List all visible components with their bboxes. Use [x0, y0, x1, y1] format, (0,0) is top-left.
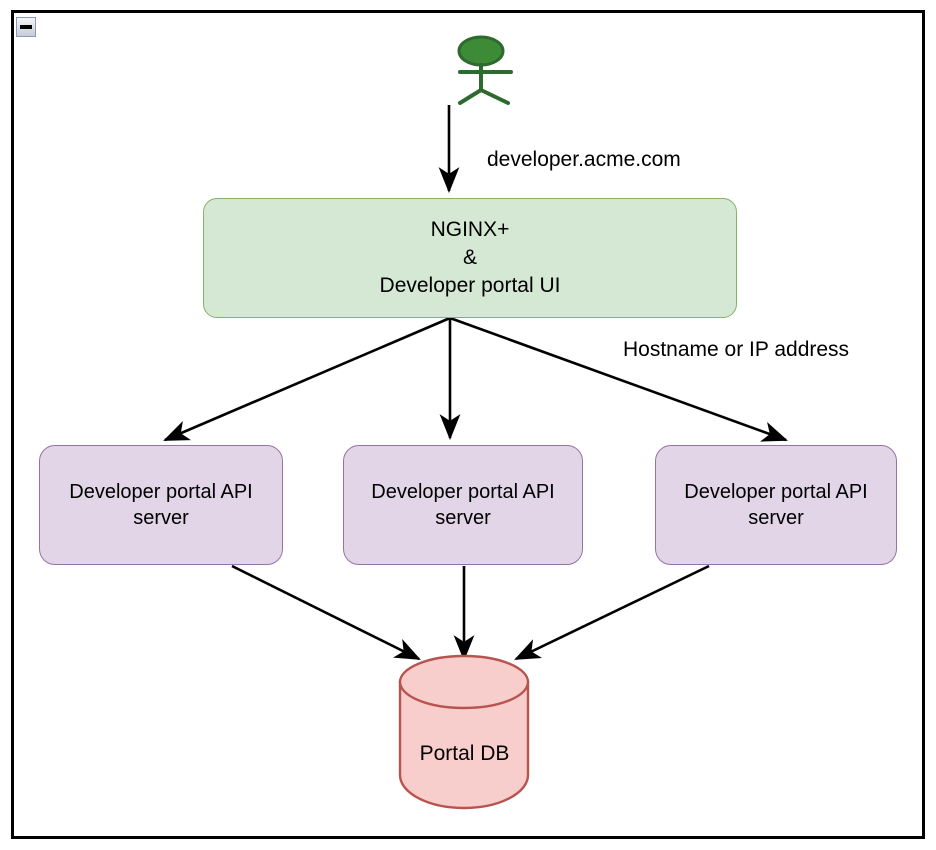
node-gateway-line3: Developer portal UI [379, 273, 561, 297]
node-api-server-2-label: Developer portal API server [371, 479, 554, 532]
node-gateway-label: NGINX+ & Developer portal UI [380, 216, 561, 299]
diagram-frame [11, 10, 925, 839]
node-api-server-3-line1: Developer portal API [684, 480, 868, 503]
node-api-server-2[interactable]: Developer portal API server [343, 445, 583, 565]
edge-label-user-to-gateway: developer.acme.com [487, 148, 681, 171]
node-api-server-3-label: Developer portal API server [684, 479, 867, 532]
minus-icon [20, 25, 32, 29]
node-api-server-1-line1: Developer portal API [69, 480, 253, 503]
node-api-server-3[interactable]: Developer portal API server [655, 445, 897, 565]
node-api-server-1[interactable]: Developer portal API server [39, 445, 283, 565]
node-database-label: Portal DB [419, 742, 510, 765]
node-api-server-1-label: Developer portal API server [69, 479, 252, 532]
node-gateway[interactable]: NGINX+ & Developer portal UI [203, 198, 737, 318]
node-api-server-2-line2: server [435, 507, 491, 529]
node-api-server-3-line2: server [748, 507, 804, 529]
node-api-server-2-line1: Developer portal API [371, 480, 555, 503]
node-gateway-line2: & [462, 246, 477, 270]
node-api-server-1-line2: server [133, 507, 189, 529]
edge-label-gateway-to-api: Hostname or IP address [623, 338, 850, 361]
collapse-button[interactable] [16, 17, 36, 37]
node-gateway-line1: NGINX+ [430, 218, 510, 242]
